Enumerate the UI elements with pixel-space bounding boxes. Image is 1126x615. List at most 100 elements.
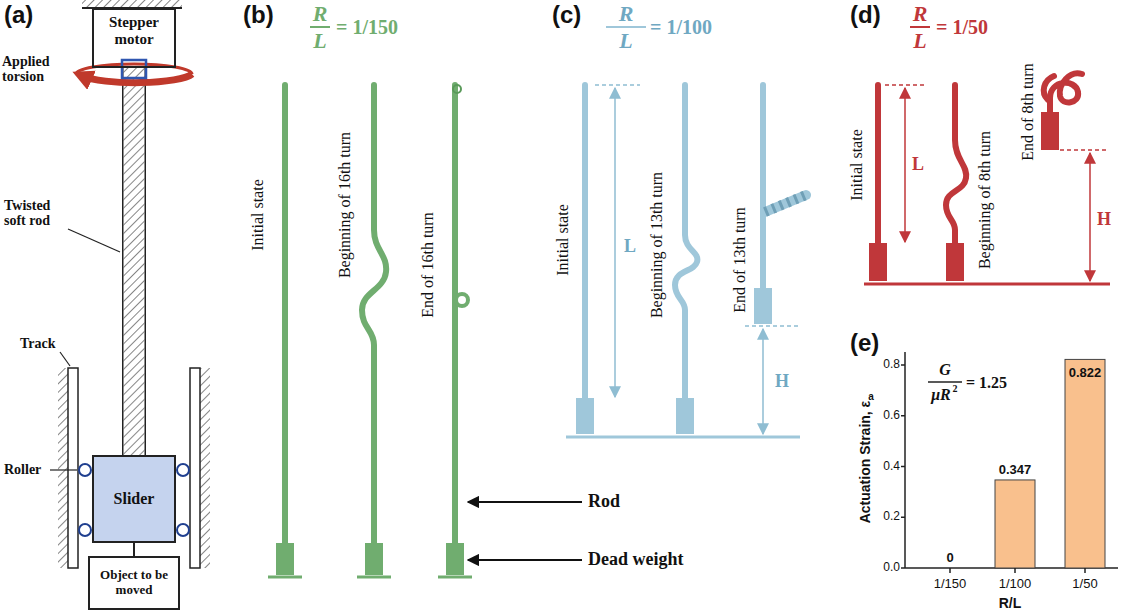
state-label: Actuation Strain, ε — [858, 401, 873, 524]
bar — [1065, 359, 1105, 568]
figure-label: = 1.25 — [966, 374, 1007, 392]
figure-label: L — [913, 29, 926, 53]
figure-part — [875, 85, 881, 245]
figure-part — [452, 85, 458, 545]
figure-label: L — [619, 29, 632, 53]
figure-label: (a) — [4, 2, 33, 28]
figure-part — [904, 88, 906, 242]
figure-part — [754, 288, 772, 324]
figure-part — [885, 85, 1108, 281]
bar — [995, 480, 1035, 568]
tick — [901, 415, 905, 417]
figure-part — [576, 398, 594, 434]
figure-part — [760, 85, 766, 290]
figure-part — [68, 368, 78, 568]
figure-label: L — [313, 29, 326, 53]
axis-value: 0.347 — [999, 463, 1032, 477]
figure-part — [310, 26, 330, 28]
figure-part — [276, 543, 294, 575]
tick — [949, 568, 951, 573]
figure-label: Roller — [4, 462, 41, 477]
figure-part — [456, 294, 468, 306]
state-label: Initial state — [848, 129, 866, 201]
tick — [901, 364, 905, 366]
figure-part — [1089, 153, 1091, 281]
figure-label: 1/100 — [999, 577, 1032, 591]
figure-label: μR — [931, 386, 951, 404]
axis-value: 0.2 — [883, 511, 900, 524]
figure-label: R/L — [999, 596, 1022, 611]
figure-part — [122, 60, 146, 78]
axis-value: 0.4 — [883, 460, 900, 473]
figure-label: (b) — [243, 2, 274, 28]
figure-part — [745, 325, 800, 327]
figure-part — [268, 576, 472, 579]
figure-label: H — [1097, 210, 1111, 230]
figure-part — [566, 436, 800, 439]
process-box: Stepper motor — [92, 8, 176, 68]
figure-part — [595, 85, 800, 434]
process-box: Slider — [92, 455, 176, 543]
figure-label: Twisted soft rod — [4, 198, 70, 229]
connector-line — [134, 543, 135, 556]
figure-part — [177, 524, 189, 536]
figure-part — [582, 85, 588, 400]
figure-part — [946, 85, 966, 245]
axis-value: 0 — [946, 551, 953, 565]
figure-part — [438, 576, 472, 579]
figure-part — [276, 543, 464, 575]
figure-part — [1050, 73, 1082, 112]
figure-label: Track — [20, 336, 56, 351]
axis-value: 0.6 — [883, 409, 900, 422]
box-text: Slider — [114, 490, 155, 508]
figure-part — [453, 85, 461, 93]
figure-part — [675, 85, 697, 400]
state-label: Initial state — [249, 179, 267, 251]
figure-part — [468, 501, 582, 503]
figure-part — [282, 85, 288, 545]
box-text: Stepper motor — [97, 14, 171, 49]
figure-part — [357, 576, 391, 579]
figure-label: R — [619, 2, 634, 26]
figure-label: R — [313, 2, 328, 26]
twisted-rod — [134, 68, 135, 455]
axis-value: 0.8 — [883, 358, 900, 371]
figure-label: 1/150 — [934, 577, 967, 591]
figure-part — [468, 502, 582, 560]
figure-part — [268, 576, 302, 579]
figure-label: (e) — [850, 330, 879, 356]
figure-label: Dead weight — [588, 550, 684, 570]
state-label: End of 16th turn — [419, 212, 437, 317]
figure-part — [446, 543, 464, 575]
figure-part — [606, 26, 646, 28]
figure-part — [904, 352, 906, 568]
figure-part — [50, 229, 120, 470]
state-label: End of 8th turn — [1019, 63, 1037, 160]
figure-label: L — [912, 155, 924, 175]
figure-part — [79, 524, 91, 536]
figure-label: R — [913, 2, 928, 26]
figure-part — [79, 464, 91, 476]
state-label: End of 13th turn — [731, 207, 749, 312]
figure-part — [585, 85, 763, 400]
figure-part — [762, 329, 764, 434]
tick — [901, 466, 905, 468]
figure-part — [365, 543, 383, 575]
figure-label: Rod — [588, 492, 620, 512]
figure-part — [864, 283, 1110, 286]
figure-label: = 1/50 — [936, 16, 988, 38]
figure-label: L — [624, 237, 636, 257]
figure-part — [595, 84, 640, 86]
figure-part — [82, 0, 182, 8]
figure-part — [765, 195, 806, 212]
tick — [1014, 568, 1016, 573]
figure-part — [60, 352, 70, 366]
figure-part — [765, 195, 806, 212]
state-label: Beginning of 8th turn — [976, 131, 994, 269]
state-label: Beginning of 16th turn — [336, 132, 354, 278]
figure-part — [362, 85, 386, 545]
figure-part — [468, 559, 582, 561]
tick — [1084, 568, 1086, 573]
tick — [901, 517, 905, 519]
